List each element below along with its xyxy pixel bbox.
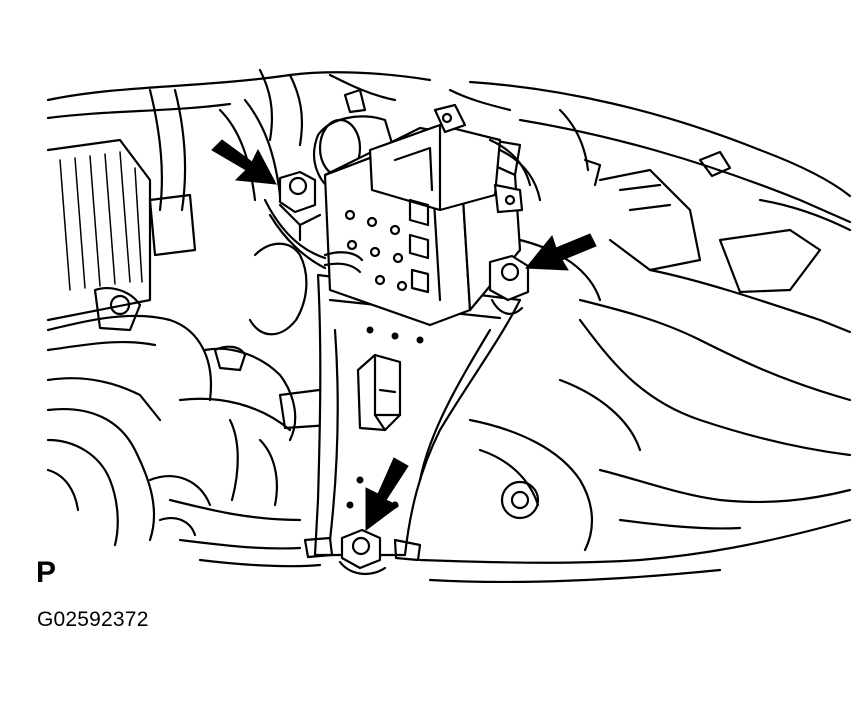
bolt-upper-left xyxy=(278,170,322,242)
abs-actuator-assembly xyxy=(263,103,542,327)
actuator-bracket xyxy=(303,273,522,562)
engine-compartment-background xyxy=(46,68,852,584)
arrow-upper-left-bolt xyxy=(211,139,277,185)
bolt-right xyxy=(488,254,530,315)
bolt-bottom xyxy=(338,528,387,576)
figure-id: G02592372 xyxy=(37,608,149,631)
arrow-bottom-bolt xyxy=(365,457,409,531)
arrow-right-bolt xyxy=(524,233,597,271)
view-label: P xyxy=(36,556,57,589)
